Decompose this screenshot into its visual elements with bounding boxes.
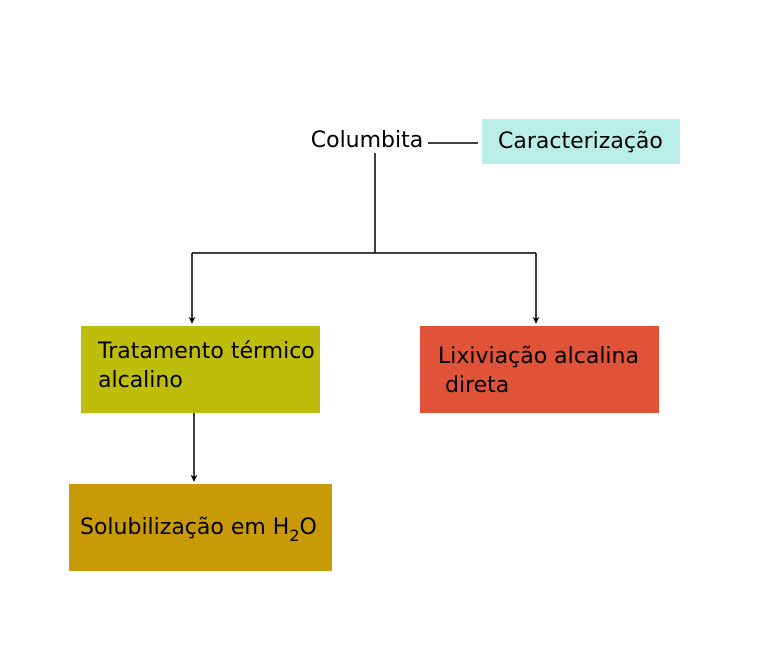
node-lixiviacao: Lixiviação alcalina direta <box>420 326 659 413</box>
node-caracterizacao: Caracterização <box>482 119 680 164</box>
node-caracterizacao-label: Caracterização <box>498 129 663 154</box>
solubilizacao-suffix: O <box>299 514 317 540</box>
node-tratamento-termico: Tratamento térmico alcalino <box>81 326 320 413</box>
node-solubilizacao-label: Solubilização em H2O <box>80 513 317 545</box>
node-lixiviacao-line2: direta <box>438 373 510 398</box>
solubilizacao-text: Solubilização em H <box>80 514 290 540</box>
node-columbita: Columbita <box>310 128 424 153</box>
node-tratamento-line2: alcalino <box>98 368 183 393</box>
solubilizacao-subscript: 2 <box>289 525 300 545</box>
node-lixiviacao-line1: Lixiviação alcalina <box>438 344 639 369</box>
node-tratamento-line1: Tratamento térmico <box>98 339 315 364</box>
node-solubilizacao: Solubilização em H2O <box>69 484 332 571</box>
